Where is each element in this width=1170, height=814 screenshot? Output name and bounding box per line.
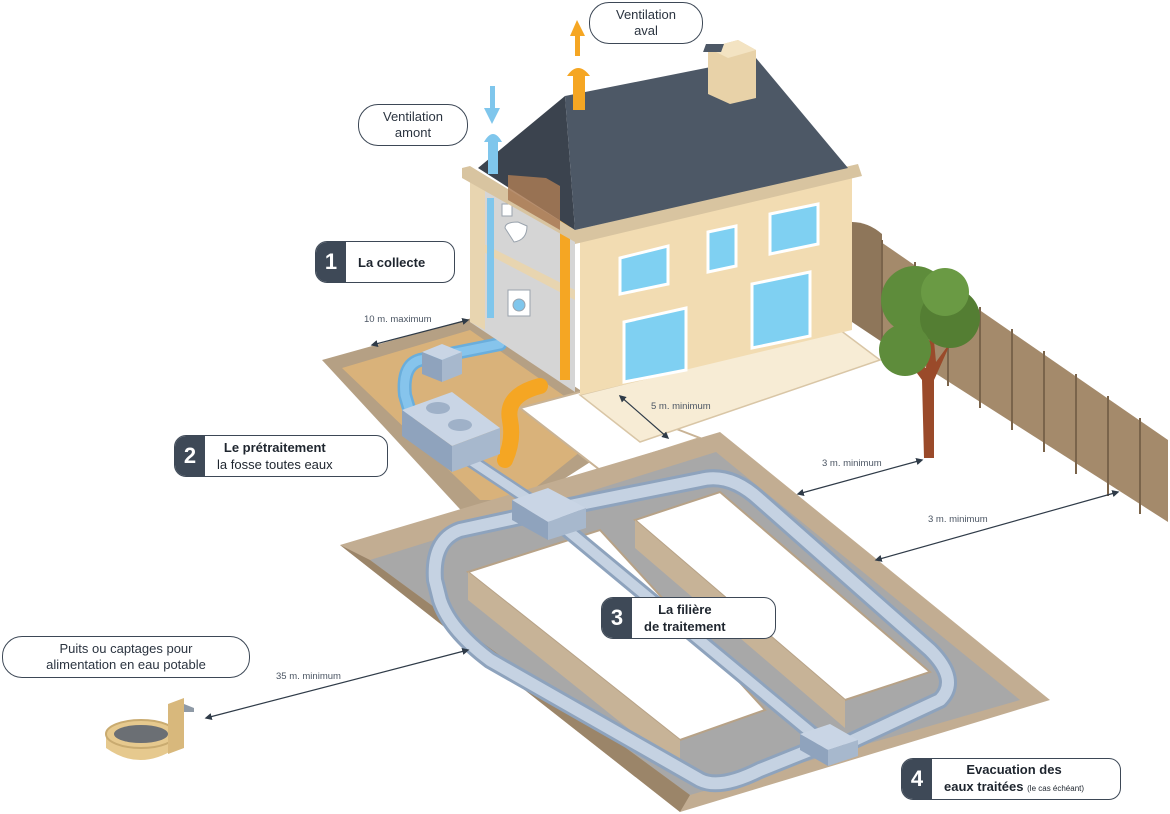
callout-puits-line1: Puits ou captages pour [59,641,193,656]
callout-ventilation-aval: Ventilation aval [589,2,703,44]
distance-label-3m-tree: 3 m. minimum [822,458,882,469]
step-evacuation: 4 Evacuation des eaux traitées (le cas é… [901,758,1121,800]
distance-label-10m: 10 m. maximum [364,314,432,325]
step-title: Evacuation des [966,762,1062,777]
distance-label-35m: 35 m. minimum [276,671,341,682]
vent-arrows [484,20,585,124]
tanks [402,344,858,766]
step-title: La filière [658,602,712,617]
callout-ventilation-aval-line1: Ventilation [616,7,676,22]
callout-puits: Puits ou captages pour alimentation en e… [2,636,250,678]
step-title: Le prétraitement [223,440,326,455]
step-title-line2: de traitement [644,619,726,634]
step-number: 4 [902,759,932,799]
callout-ventilation-amont: Ventilation amont [358,104,468,146]
step-number: 3 [602,598,632,638]
distance-label-3m-fence: 3 m. minimum [928,514,988,525]
distance-label-5m: 5 m. minimum [651,401,711,412]
step-collecte: 1 La collecte [315,241,455,283]
callout-ventilation-aval-line2: aval [634,23,658,38]
well [105,698,194,760]
step-number: 1 [316,242,346,282]
callout-ventilation-amont-line2: amont [394,125,432,140]
callout-puits-line2: alimentation en eau potable [46,657,206,672]
step-pretraitement: 2 Le prétraitement la fosse toutes eaux [174,435,388,477]
step-subtitle: la fosse toutes eaux [217,457,333,472]
step-title: La collecte [358,254,426,270]
callout-ventilation-amont-line1: Ventilation [383,109,443,124]
step-title-line2: eaux traitées [944,779,1024,794]
step-number: 2 [175,436,205,476]
distance-lines [204,317,1120,721]
step-filiere: 3 La filière de traitement [601,597,776,639]
tree [879,266,980,458]
step-note: (le cas échéant) [1027,784,1085,793]
